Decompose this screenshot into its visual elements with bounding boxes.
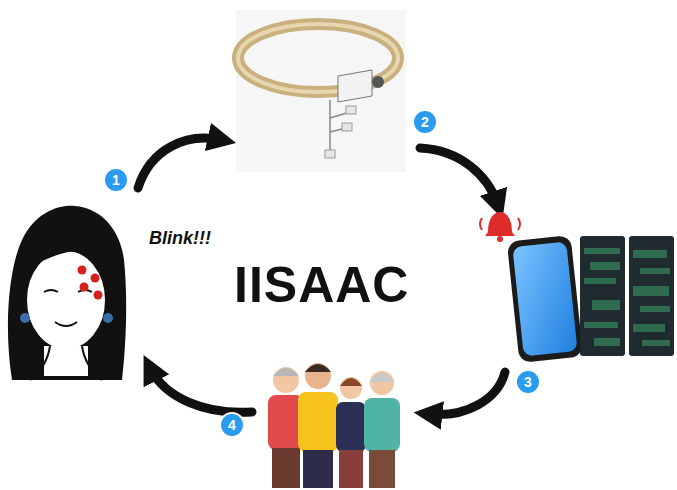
- woman-figure: [80, 283, 89, 292]
- people-group: [273, 368, 299, 376]
- chat-screenshot: [640, 306, 670, 312]
- woman-figure: [8, 206, 126, 380]
- cycle-arrow: [420, 148, 498, 205]
- people-group: [369, 450, 395, 488]
- headband-device: [325, 150, 335, 158]
- woman-figure: [78, 266, 87, 275]
- people-group: [273, 367, 299, 393]
- callout-number: 4: [220, 413, 244, 437]
- people-group: [369, 373, 395, 382]
- chat-screenshot: [594, 338, 620, 346]
- people-group: [303, 450, 333, 488]
- cycle-arrow: [428, 372, 505, 415]
- woman-figure: [26, 250, 106, 350]
- headband-device: [342, 123, 352, 131]
- people-group: [298, 392, 338, 452]
- diagram-title: IISAAC: [234, 256, 409, 314]
- callout-number: 3: [516, 370, 540, 394]
- cycle-arrow: [138, 138, 505, 414]
- people-group: [336, 402, 366, 452]
- woman-figure: [24, 225, 110, 280]
- smartphone: [507, 235, 583, 363]
- woman-figure: [8, 206, 126, 380]
- callout-circle: [413, 110, 437, 134]
- woman-figure: [20, 313, 30, 323]
- alert-bell: [497, 236, 503, 242]
- annotation-text: Blink!!!: [149, 228, 211, 249]
- people-group: [339, 450, 363, 488]
- callout-number: 2: [413, 110, 437, 134]
- headband-device: [338, 70, 372, 102]
- callout-circle: [516, 370, 540, 394]
- smartphone: [507, 235, 583, 363]
- callout-circle: [104, 168, 128, 192]
- people-group: [272, 448, 300, 488]
- chat-screenshot: [633, 250, 667, 258]
- chat-screenshot: [642, 340, 670, 346]
- woman-figure: [44, 346, 88, 376]
- woman-figure: [103, 313, 113, 323]
- chat-screenshot: [629, 236, 674, 356]
- alert-bell: [480, 212, 520, 242]
- people-group: [340, 377, 362, 399]
- people-group: [370, 371, 394, 395]
- chat-screenshot: [584, 248, 620, 254]
- callout-number: 1: [104, 168, 128, 192]
- headband-device: [236, 10, 406, 172]
- chat-screenshot: [580, 236, 625, 356]
- smartphone: [512, 241, 577, 356]
- headband-device: [346, 106, 356, 114]
- chat-screenshot: [580, 236, 674, 356]
- people-group: [340, 378, 362, 386]
- people-group: [364, 371, 400, 488]
- woman-figure: [30, 346, 102, 380]
- chat-screenshot: [590, 262, 620, 270]
- callout-circle: [220, 413, 244, 437]
- chat-screenshot: [633, 286, 669, 296]
- woman-figure: [94, 291, 103, 300]
- cycle-arrow: [150, 368, 252, 412]
- woman-figure: [55, 322, 77, 326]
- cycle-arrow: [138, 138, 222, 188]
- alert-bell: [480, 218, 520, 230]
- chat-screenshot: [584, 278, 616, 284]
- people-group: [305, 364, 331, 372]
- people-group: [268, 363, 400, 488]
- people-group: [364, 398, 400, 452]
- headband-device: [238, 24, 398, 92]
- people-group: [336, 377, 366, 488]
- chat-screenshot: [592, 300, 620, 310]
- headband-device: [236, 10, 406, 172]
- chat-screenshot: [633, 324, 665, 332]
- woman-figure: [78, 266, 103, 300]
- people-group: [305, 363, 331, 389]
- headband-device: [372, 76, 384, 88]
- chat-screenshot: [640, 268, 670, 274]
- chat-screenshot: [584, 248, 670, 346]
- headband-device: [238, 24, 398, 92]
- people-group: [298, 363, 338, 488]
- woman-figure: [91, 274, 100, 283]
- alert-bell: [485, 212, 515, 236]
- chat-screenshot: [584, 322, 618, 328]
